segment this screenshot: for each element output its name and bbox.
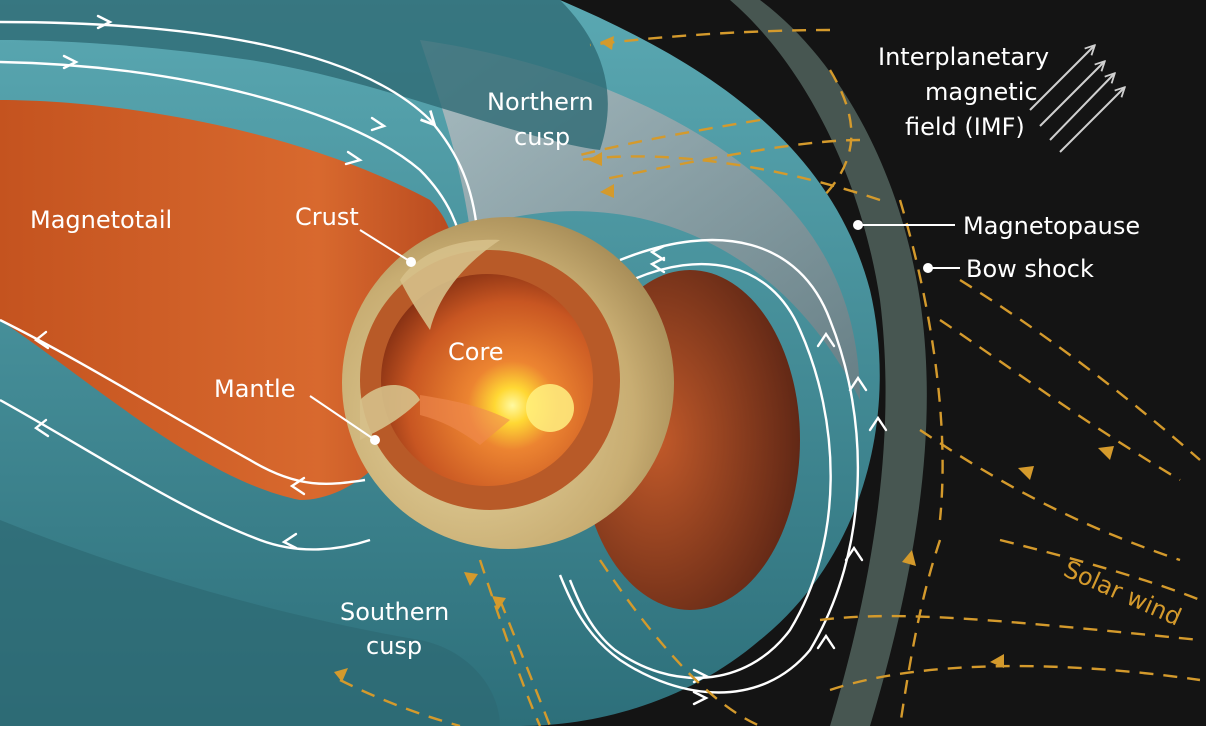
planet-core	[381, 274, 593, 486]
magnetotail-plasma-sheet	[0, 100, 456, 500]
core-label: Core	[448, 338, 504, 366]
southern-cusp-label-line2: cusp	[366, 632, 422, 660]
leader-lines	[309, 220, 960, 445]
magnetotail-label: Magnetotail	[30, 206, 172, 234]
field-line-arrows	[33, 14, 888, 706]
imf-arrows	[1029, 46, 1124, 153]
bow-shock-label: Bow shock	[966, 255, 1094, 283]
upper-tail-band	[0, 0, 608, 150]
bow-shock-band	[730, 0, 927, 726]
magnetopause-label: Magnetopause	[963, 212, 1140, 240]
southern-cusp-label-line1: Southern	[340, 598, 449, 626]
mercury-planet	[342, 217, 674, 549]
solar-wind-arrows	[334, 36, 1114, 682]
core-glow	[526, 384, 574, 432]
imf-label-line1: Interplanetary	[878, 43, 1049, 71]
imf-label-line3: field (IMF)	[905, 113, 1025, 141]
imf-label-line2: magnetic	[925, 78, 1038, 106]
lower-tail-band	[0, 520, 500, 726]
northern-cusp-label-line1: Northern	[487, 88, 594, 116]
field-lines	[0, 20, 859, 694]
mantle-label: Mantle	[214, 375, 295, 403]
solar-wind-lines	[339, 28, 1201, 728]
crust-label: Crust	[295, 203, 359, 231]
northern-cusp-label-line2: cusp	[514, 123, 570, 151]
core-flow-arrow	[420, 395, 510, 445]
